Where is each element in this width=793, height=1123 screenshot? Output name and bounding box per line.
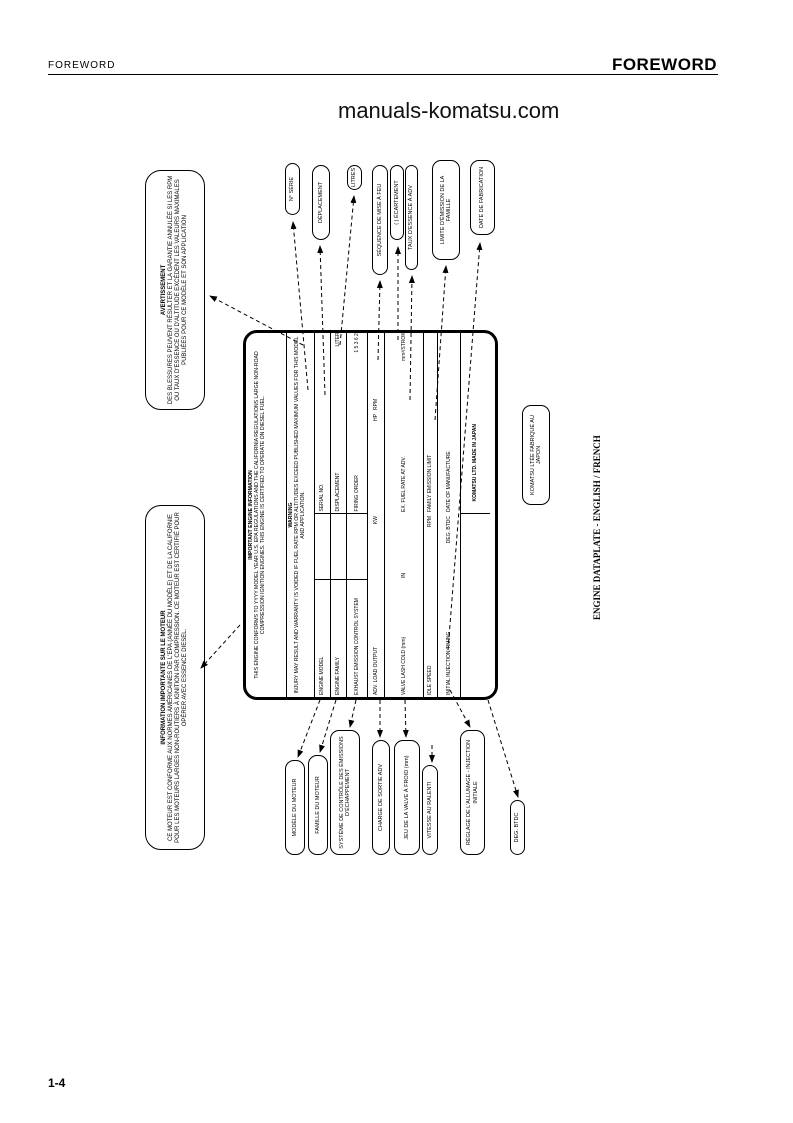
header-section-small: FOREWORD xyxy=(48,60,116,71)
header-divider xyxy=(48,74,718,75)
leader-serie xyxy=(290,221,309,391)
header-section-title: FOREWORD xyxy=(611,55,717,74)
leader-reglage xyxy=(449,689,471,728)
leader-famille xyxy=(319,699,337,753)
leader-avertissement xyxy=(209,295,304,346)
leader-btdc xyxy=(487,699,519,798)
leader-taux xyxy=(408,275,415,401)
leader-sequence xyxy=(376,280,383,361)
leader-systeme xyxy=(348,699,357,728)
leader-litres xyxy=(339,195,357,346)
leader-limite xyxy=(434,265,449,421)
watermark: manuals-komatsu.com xyxy=(338,98,560,123)
leader-jeu xyxy=(402,699,409,738)
leader-date xyxy=(447,242,483,651)
leader-information xyxy=(200,624,241,669)
page-number: 1-4 xyxy=(48,1076,66,1090)
leader-deplacement xyxy=(317,245,326,396)
leader-modele xyxy=(297,699,321,758)
